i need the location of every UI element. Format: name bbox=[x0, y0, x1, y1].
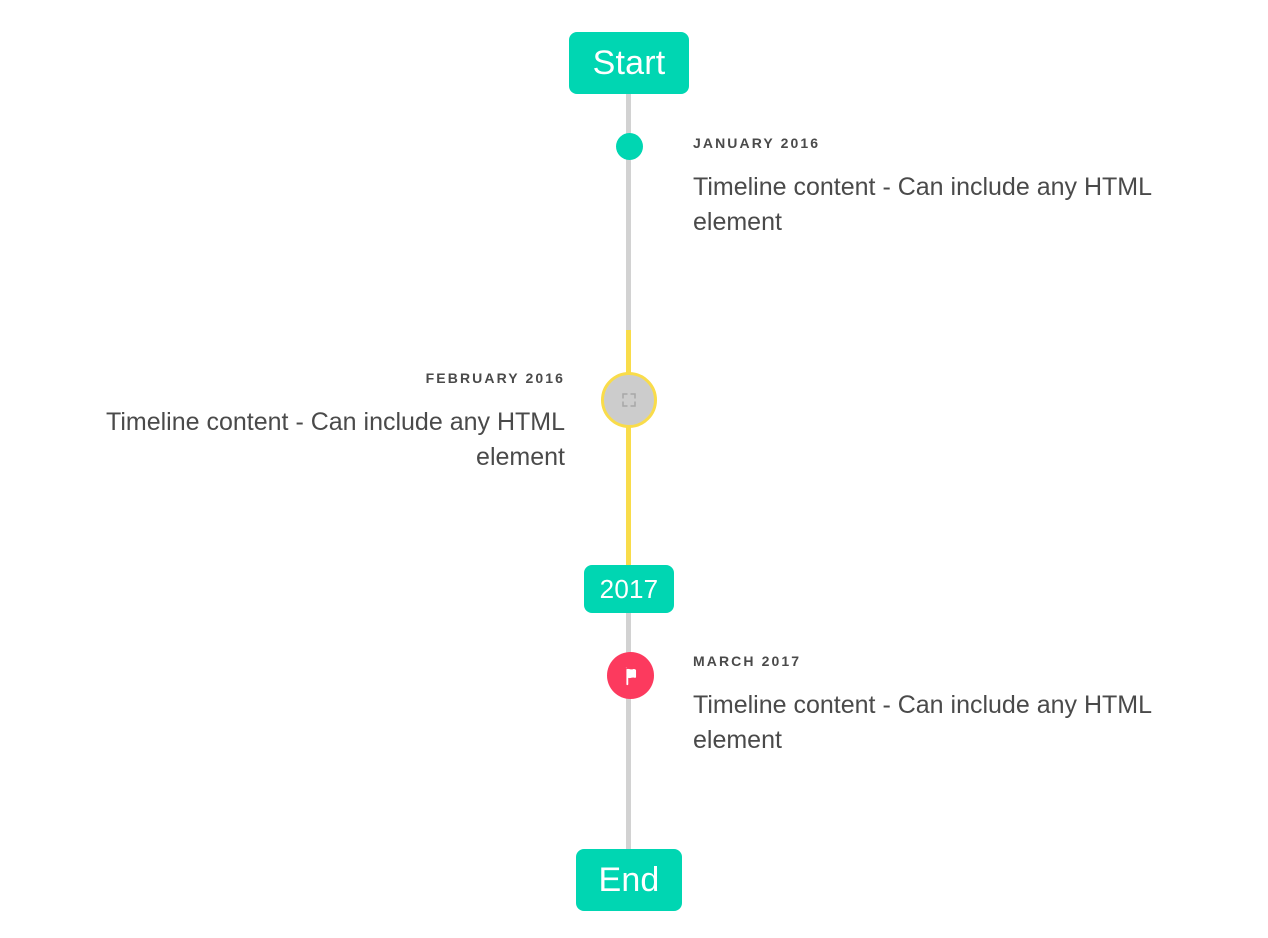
timeline-year-badge[interactable]: 2017 bbox=[584, 565, 674, 613]
timeline-marker-february[interactable] bbox=[601, 372, 657, 428]
timeline-entry-february-2016: FEBRUARY 2016 Timeline content - Can inc… bbox=[35, 370, 565, 476]
timeline-marker-march[interactable] bbox=[607, 652, 654, 699]
timeline-end-badge[interactable]: End bbox=[576, 849, 682, 911]
timeline-line-segment-bottom bbox=[626, 612, 631, 855]
timeline-start-badge[interactable]: Start bbox=[569, 32, 689, 94]
timeline-entry-body: Timeline content - Can include any HTML … bbox=[693, 690, 1152, 755]
timeline-line-segment-highlighted bbox=[626, 330, 631, 566]
timeline-entry-march-2017: MARCH 2017 Timeline content - Can includ… bbox=[693, 653, 1223, 759]
timeline-entry-body: Timeline content - Can include any HTML … bbox=[106, 407, 565, 472]
broken-image-icon bbox=[622, 393, 636, 407]
timeline-line-segment-top bbox=[626, 94, 631, 330]
dot-icon[interactable] bbox=[616, 133, 643, 160]
timeline-entry-label: FEBRUARY 2016 bbox=[425, 370, 565, 386]
timeline-entry-january-2016: JANUARY 2016 Timeline content - Can incl… bbox=[693, 135, 1223, 241]
timeline-entry-label: MARCH 2017 bbox=[693, 653, 802, 669]
timeline-entry-body: Timeline content - Can include any HTML … bbox=[693, 172, 1152, 237]
flag-icon bbox=[625, 667, 636, 685]
timeline-entry-label: JANUARY 2016 bbox=[693, 135, 821, 151]
